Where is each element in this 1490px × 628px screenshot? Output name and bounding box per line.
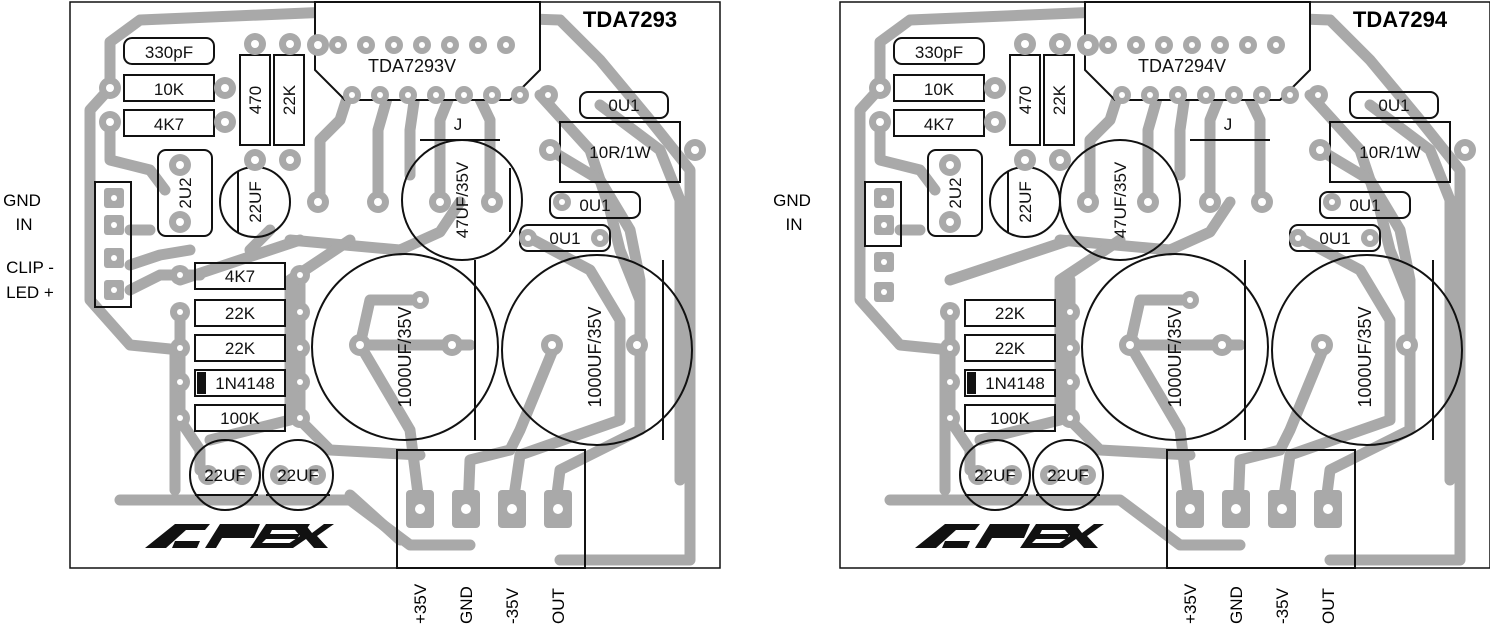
label-100k: 100K — [220, 409, 260, 428]
apex-logo — [145, 524, 334, 548]
label-22uf-b: 22UF — [1047, 466, 1089, 485]
label-22uf-b: 22UF — [277, 466, 319, 485]
label-clip: CLIP - — [6, 258, 54, 277]
label-plus35v: +35V — [411, 583, 430, 624]
label-100k: 100K — [990, 409, 1030, 428]
board-tda7293: TDA7293V TDA7293 — [3, 1, 721, 624]
label-gnd: GND — [3, 191, 41, 210]
label-22uf-a: 22UF — [974, 466, 1016, 485]
label-gnd-bottom: GND — [1227, 586, 1246, 624]
label-22k-b: 22K — [995, 339, 1026, 358]
input-labels: GND IN — [773, 191, 811, 234]
label-0u1-c: 0U1 — [549, 229, 580, 248]
pads — [99, 33, 706, 528]
label-out: OUT — [1319, 588, 1338, 624]
label-22uf-mid: 22UF — [246, 181, 265, 223]
label-10k: 10K — [924, 80, 955, 99]
label-led: LED + — [6, 283, 54, 302]
label-4k7: 4K7 — [154, 115, 184, 134]
label-22k-vertical: 22K — [280, 84, 299, 115]
label-in: IN — [16, 215, 33, 234]
label-minus35v: -35V — [503, 587, 522, 624]
label-out: OUT — [549, 588, 568, 624]
board-tda7294: TDA7294V TDA7294 — [773, 1, 1490, 624]
component-outlines — [864, 37, 1463, 569]
component-labels: 330pF 10K 4K7 470 22K 2U2 22UF J 47UF/35… — [145, 43, 651, 485]
label-10k: 10K — [154, 80, 185, 99]
board-title: TDA7293 — [583, 7, 677, 32]
label-jumper: J — [454, 115, 463, 134]
label-gnd: GND — [773, 191, 811, 210]
label-47uf: 47UF/35V — [1111, 161, 1130, 238]
ic-label: TDA7294V — [1138, 56, 1226, 76]
label-gnd-bottom: GND — [457, 586, 476, 624]
power-output-labels: +35V GND -35V OUT — [1181, 583, 1338, 624]
label-330pf: 330pF — [145, 43, 193, 62]
label-in: IN — [786, 215, 803, 234]
label-330pf: 330pF — [915, 43, 963, 62]
label-10r-1w: 10R/1W — [589, 143, 650, 162]
label-0u1-b: 0U1 — [579, 196, 610, 215]
component-outlines — [94, 37, 693, 569]
pads — [869, 33, 1476, 528]
label-2u2: 2U2 — [946, 177, 965, 208]
copper-traces — [854, 6, 1466, 566]
label-1000uf-b: 1000UF/35V — [585, 306, 605, 407]
label-22uf-mid: 22UF — [1016, 181, 1035, 223]
label-4k7: 4K7 — [924, 115, 954, 134]
label-minus35v: -35V — [1273, 587, 1292, 624]
label-jumper: J — [1224, 115, 1233, 134]
component-labels: 330pF 10K 4K7 470 22K 2U2 22UF J 47UF/35… — [915, 43, 1421, 485]
label-10r-1w: 10R/1W — [1359, 143, 1420, 162]
ic-label: TDA7293V — [368, 56, 456, 76]
label-470: 470 — [1016, 86, 1035, 114]
label-47uf: 47UF/35V — [453, 161, 472, 238]
power-output-labels: +35V GND -35V OUT — [411, 583, 568, 624]
label-22uf-a: 22UF — [204, 466, 246, 485]
label-2u2: 2U2 — [176, 177, 195, 208]
apex-logo — [915, 524, 1104, 548]
label-22k-a: 22K — [995, 304, 1026, 323]
input-labels: GND IN CLIP - LED + — [3, 191, 54, 302]
label-0u1-a: 0U1 — [1378, 96, 1409, 115]
label-1n4148: 1N4148 — [985, 374, 1045, 393]
label-1000uf-a: 1000UF/35V — [1165, 306, 1185, 407]
label-1n4148: 1N4148 — [215, 374, 275, 393]
label-22k-b: 22K — [225, 339, 256, 358]
label-1000uf-a: 1000UF/35V — [395, 306, 415, 407]
label-0u1-c: 0U1 — [1319, 229, 1350, 248]
label-plus35v: +35V — [1181, 583, 1200, 624]
label-4k7-b: 4K7 — [225, 267, 255, 286]
label-1000uf-b: 1000UF/35V — [1355, 306, 1375, 407]
label-22k-a: 22K — [225, 304, 256, 323]
label-22k-vertical: 22K — [1050, 84, 1069, 115]
board-title: TDA7294 — [1353, 7, 1448, 32]
label-0u1-b: 0U1 — [1349, 196, 1380, 215]
label-0u1-a: 0U1 — [608, 96, 639, 115]
label-470: 470 — [246, 86, 265, 114]
